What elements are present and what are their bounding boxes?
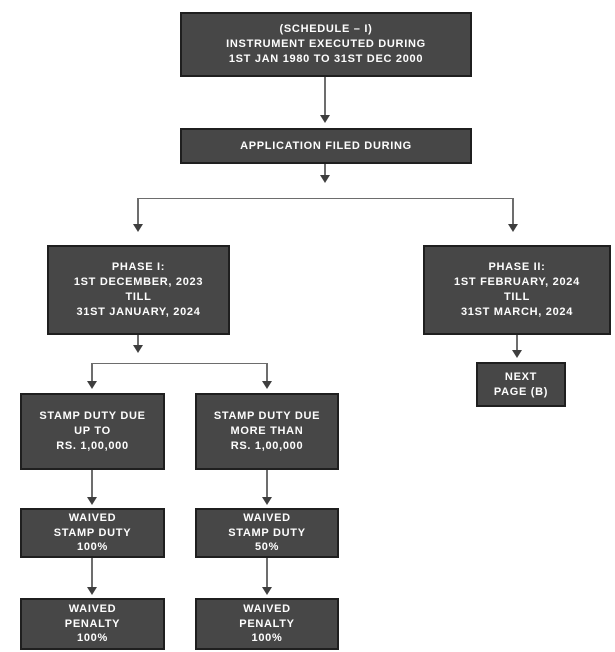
node-text-line: 1ST FEBRUARY, 2024 <box>454 276 580 289</box>
node-text-line: UP TO <box>74 425 111 438</box>
node-text-line: PENALTY <box>239 617 295 630</box>
arrow-to-phase1-line <box>137 198 139 225</box>
node-text-line: RS. 1,00,000 <box>56 439 129 452</box>
node-text-line: PAGE (B) <box>493 385 549 398</box>
node-schedule-instrument: (SCHEDULE – I) INSTRUMENT EXECUTED DURIN… <box>180 12 472 77</box>
arrow-to-duty-more-head <box>262 381 272 389</box>
node-text-line: 100% <box>251 632 283 645</box>
arrow-to-duty-upto-line <box>91 363 93 382</box>
node-text-line: NEXT <box>504 370 538 383</box>
arrow-phase1-down-head <box>133 345 143 353</box>
arrow-waived-to-penalty-right-head <box>262 587 272 595</box>
node-text-line: 31ST JANUARY, 2024 <box>76 305 201 318</box>
node-text-line: APPLICATION FILED DURING <box>240 139 412 152</box>
node-text-line: 1ST JAN 1980 TO 31ST DEC 2000 <box>228 52 424 65</box>
node-stamp-duty-more-than: STAMP DUTY DUE MORE THAN RS. 1,00,000 <box>195 393 339 470</box>
arrow-phase1-down-line <box>137 335 139 346</box>
node-application-filed: APPLICATION FILED DURING <box>180 128 472 164</box>
node-text-line: MORE THAN <box>230 425 304 438</box>
node-text-line: 50% <box>254 541 280 554</box>
arrow-to-duty-upto-head <box>87 381 97 389</box>
node-waived-stamp-duty-100: WAIVED STAMP DUTY 100% <box>20 508 165 558</box>
arrow-application-down-line <box>324 164 326 176</box>
node-text-line: 1ST DECEMBER, 2023 <box>73 276 204 289</box>
node-waived-penalty-left: WAIVED PENALTY 100% <box>20 598 165 650</box>
arrow-to-phase2-line <box>512 198 514 225</box>
node-text-line: (SCHEDULE – I) <box>279 23 373 36</box>
arrow-phase2-to-next-page-head <box>512 350 522 358</box>
node-text-line: TILL <box>503 291 530 303</box>
node-text-line: WAIVED <box>243 602 291 615</box>
node-text-line: WAIVED <box>68 511 117 524</box>
node-next-page-b: NEXT PAGE (B) <box>476 362 566 407</box>
connector-duty-split <box>91 363 268 364</box>
arrow-duty-upto-to-waived-line <box>91 470 93 498</box>
arrow-duty-more-to-waived-head <box>262 497 272 505</box>
node-text-line: TILL <box>125 291 152 303</box>
node-phase-2: PHASE II: 1ST FEBRUARY, 2024 TILL 31ST M… <box>423 245 611 335</box>
node-text-line: STAMP DUTY DUE <box>213 410 321 423</box>
node-waived-penalty-right: WAIVED PENALTY 100% <box>195 598 339 650</box>
node-text-line: STAMP DUTY <box>228 526 306 539</box>
arrow-to-phase1-head <box>133 224 143 232</box>
arrow-waived-to-penalty-left-line <box>91 558 93 588</box>
node-text-line: RS. 1,00,000 <box>230 439 304 452</box>
arrow-waived-to-penalty-right-line <box>266 558 268 588</box>
node-text-line: WAIVED <box>243 511 291 524</box>
arrow-duty-upto-to-waived-head <box>87 497 97 505</box>
arrow-to-phase2-head <box>508 224 518 232</box>
node-text-line: PHASE I: <box>111 261 166 274</box>
node-text-line: STAMP DUTY <box>53 526 132 539</box>
node-text-line: 100% <box>77 632 108 645</box>
arrow-duty-more-to-waived-line <box>266 470 268 498</box>
node-waived-stamp-duty-50: WAIVED STAMP DUTY 50% <box>195 508 339 558</box>
connector-phase-split <box>137 198 514 199</box>
arrow-schedule-to-application-line <box>324 77 326 116</box>
node-text-line: 100% <box>77 541 108 554</box>
node-text-line: WAIVED <box>68 602 117 615</box>
node-text-line: PHASE II: <box>488 261 546 274</box>
arrow-schedule-to-application-head <box>320 115 330 123</box>
node-text-line: 31ST MARCH, 2024 <box>460 305 574 318</box>
arrow-waived-to-penalty-left-head <box>87 587 97 595</box>
node-text-line: STAMP DUTY DUE <box>39 410 146 423</box>
node-phase-1: PHASE I: 1ST DECEMBER, 2023 TILL 31ST JA… <box>47 245 230 335</box>
node-stamp-duty-up-to: STAMP DUTY DUE UP TO RS. 1,00,000 <box>20 393 165 470</box>
arrow-phase2-to-next-page-line <box>516 335 518 351</box>
node-text-line: INSTRUMENT EXECUTED DURING <box>226 38 426 51</box>
arrow-application-down-head <box>320 175 330 183</box>
node-text-line: PENALTY <box>64 617 121 630</box>
arrow-to-duty-more-line <box>266 363 268 382</box>
